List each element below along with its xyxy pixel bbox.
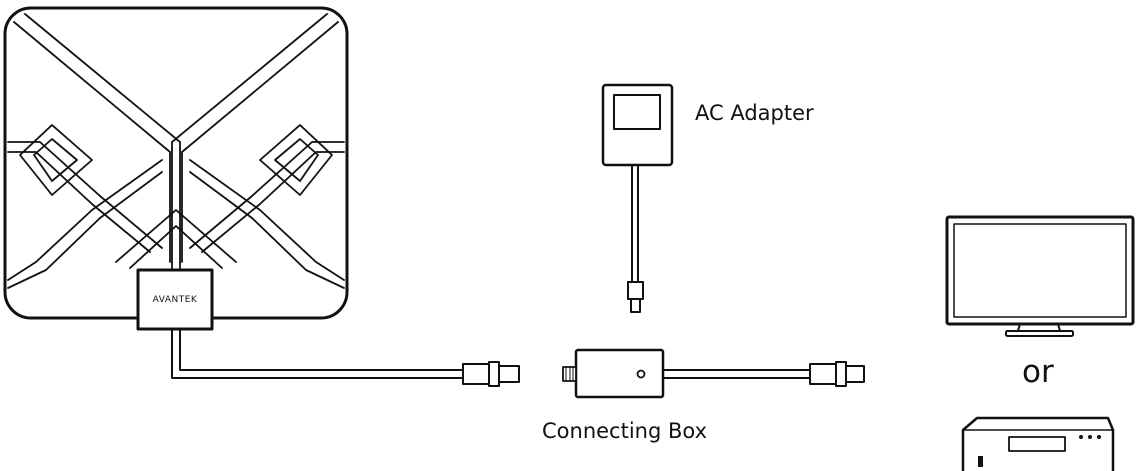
set-top-box-icon bbox=[961, 416, 1115, 471]
tv-bezel bbox=[945, 215, 1135, 326]
connecting-box-body bbox=[574, 348, 665, 399]
tv-stand-base bbox=[1005, 330, 1074, 337]
ac-adapter-window bbox=[613, 94, 661, 130]
tv-stand-neck bbox=[1017, 323, 1061, 332]
set-top-box-tray bbox=[1008, 436, 1066, 452]
set-top-box-body bbox=[961, 416, 1115, 471]
tv-screen bbox=[953, 223, 1127, 318]
brand-label: AVANTEK bbox=[153, 295, 198, 305]
connecting-box bbox=[562, 348, 665, 399]
or-label: or bbox=[1022, 354, 1054, 390]
output-cable bbox=[662, 369, 811, 379]
ac-adapter-label: AC Adapter bbox=[695, 101, 814, 125]
output-cable-plug bbox=[809, 361, 865, 387]
power-port bbox=[636, 369, 646, 379]
antenna-cable bbox=[171, 328, 464, 379]
ac-adapter-plug bbox=[627, 281, 644, 300]
ac-adapter-cord bbox=[631, 164, 639, 283]
antenna-connector-block bbox=[136, 268, 214, 331]
antenna-cable-plug bbox=[462, 361, 520, 387]
antenna-panel: AVANTEK bbox=[3, 6, 349, 331]
ac-adapter-plug-tip bbox=[630, 298, 641, 313]
antenna-element-pattern bbox=[7, 13, 345, 289]
ac-adapter bbox=[601, 83, 674, 313]
tv-icon bbox=[945, 215, 1135, 337]
connecting-box-label: Connecting Box bbox=[542, 419, 708, 443]
set-top-box-button bbox=[978, 456, 983, 467]
